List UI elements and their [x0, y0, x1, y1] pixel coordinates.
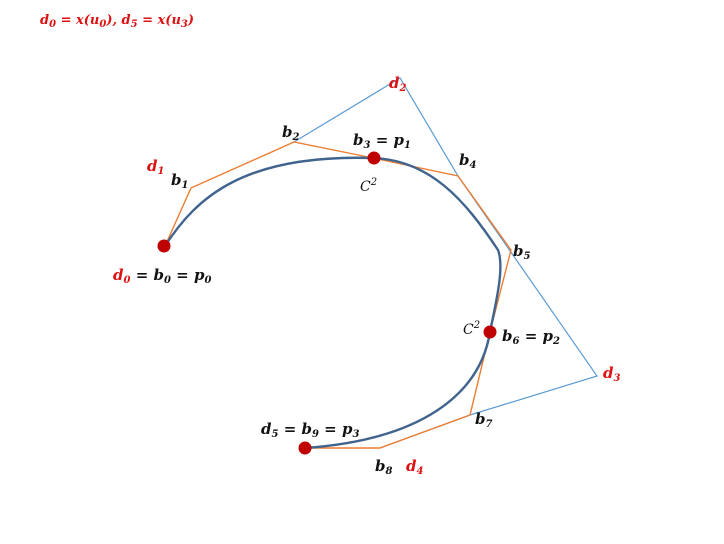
spline-curve: [163, 156, 502, 450]
label-d2: d2: [389, 74, 407, 94]
label-b8: b8: [375, 457, 393, 477]
label-b5: b5: [513, 242, 531, 262]
bezier-control-polygon: [164, 141, 512, 449]
label-continuity-right: C2: [463, 320, 480, 338]
label-d4: d4: [406, 457, 424, 477]
point-d0-b0-p0: [157, 239, 171, 253]
label-b2: b2: [282, 123, 300, 143]
point-b6-p2: [483, 325, 497, 339]
label-d3: d3: [603, 364, 621, 384]
label-b4: b4: [459, 151, 477, 171]
point-b3-p1: [367, 151, 381, 165]
label-b1: b1: [171, 171, 188, 191]
label-d5-b9-p3: d5 = b9 = p3: [261, 420, 359, 440]
caption-formula: d0 = x(u0), d5 = x(u3): [40, 13, 194, 30]
label-b3-p1: b3 = p1: [353, 131, 411, 151]
point-d5-b9-p3: [298, 441, 312, 455]
de-boor-polygon: [293, 77, 598, 449]
label-b7: b7: [475, 410, 493, 430]
label-d0-b0-p0: d0 = b0 = p0: [113, 266, 211, 286]
label-continuity-top: C2: [360, 177, 377, 195]
label-b6-p2: b6 = p2: [502, 327, 560, 347]
label-d1: d1: [147, 157, 164, 177]
